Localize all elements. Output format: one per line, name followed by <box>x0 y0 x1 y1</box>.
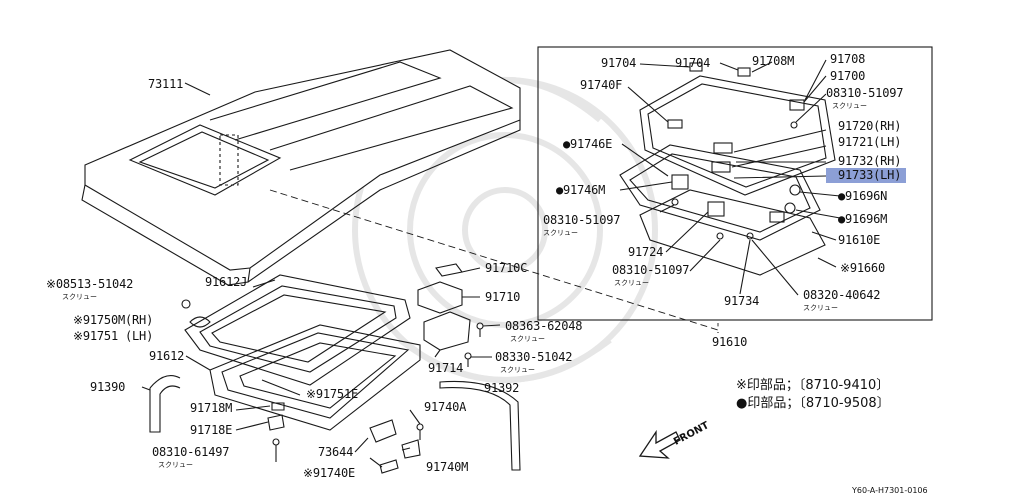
label-91751: ※91751 (LH) <box>73 329 154 343</box>
label-91733: 91733(LH) <box>826 168 907 183</box>
drawing-code: Y60-A-H7301-0106 <box>852 486 928 495</box>
label-08513-51042: ※08513-51042 <box>46 277 134 291</box>
clip-91750m <box>189 316 211 328</box>
label-08310-51097-c-screw: スクリュー <box>614 279 649 287</box>
label-91740f: 91740F <box>580 78 623 92</box>
label-91714: 91714 <box>428 361 464 375</box>
label-91750m: ※91750M(RH) <box>73 313 154 327</box>
label-08363-62048: 08363-62048 <box>505 319 583 333</box>
label-91392: 91392 <box>484 381 520 395</box>
label-91700: 91700 <box>830 69 866 83</box>
label-91740e: ※91740E <box>303 466 356 480</box>
legend-line-2: ●印部品；〔8710-9508〕 <box>736 396 890 411</box>
label-91696n: ●91696N <box>838 189 888 203</box>
part-91718m <box>271 402 285 411</box>
label-91696m: ●91696M <box>838 212 888 226</box>
label-08310-51097-c: 08310-51097 <box>612 263 690 277</box>
label-08310-61497: 08310-61497 <box>152 445 230 459</box>
label-91724: 91724 <box>628 245 664 259</box>
label-08310-51097-b-screw: スクリュー <box>543 229 578 237</box>
label-91704-a: 91704 <box>601 56 637 70</box>
inset-box <box>537 46 933 321</box>
label-91710: 91710 <box>485 290 521 304</box>
glass-lid <box>619 75 836 276</box>
label-08330-51042: 08330-51042 <box>495 350 573 364</box>
label-91720: 91720(RH) <box>838 119 902 133</box>
label-91710c: 91710C <box>485 261 528 275</box>
label-91612j: 91612J <box>205 275 248 289</box>
label-08320-40642: 08320-40642 <box>803 288 881 302</box>
label-91734: 91734 <box>724 294 760 308</box>
label-08363-screw: スクリュー <box>510 335 545 343</box>
label-91721: 91721(LH) <box>838 135 902 149</box>
label-08513-screw: スクリュー <box>62 293 97 301</box>
label-91732: 91732(RH) <box>838 154 902 168</box>
legend-line-1: ※印部品；〔8710-9410〕 <box>736 378 890 393</box>
label-91718m: 91718M <box>190 401 233 415</box>
roof-panel <box>81 49 521 286</box>
label-08310-51097-a-screw: スクリュー <box>832 102 867 110</box>
front-arrow <box>638 429 681 459</box>
drain-hose-right <box>439 380 521 471</box>
label-73644: 73644 <box>318 445 354 459</box>
label-91746m: ●91746M <box>556 183 606 197</box>
label-91704-b: 91704 <box>675 56 711 70</box>
label-73111: 73111 <box>148 77 184 91</box>
label-08310-61497-screw: スクリュー <box>158 461 193 469</box>
drain-hose-left <box>149 375 181 433</box>
label-91660: ※91660 <box>840 261 885 275</box>
label-91751e: ※91751E <box>306 387 359 401</box>
label-08320-screw: スクリュー <box>803 304 838 312</box>
label-08330-screw: スクリュー <box>500 366 535 374</box>
label-91740m: 91740M <box>426 460 469 474</box>
label-91740a: 91740A <box>424 400 467 414</box>
label-91746e: ●91746E <box>563 137 613 151</box>
part-91740m <box>401 439 421 459</box>
sunroof-frame <box>184 274 411 386</box>
label-08310-51097-a: 08310-51097 <box>826 86 904 100</box>
label-91708: 91708 <box>830 52 866 66</box>
part-73644 <box>369 419 397 443</box>
label-91390: 91390 <box>90 380 126 394</box>
lower-frame <box>209 324 421 431</box>
label-91610e: 91610E <box>838 233 881 247</box>
label-91708m: 91708M <box>752 54 795 68</box>
motor-assembly <box>417 263 484 367</box>
label-08310-51097-b: 08310-51097 <box>543 213 621 227</box>
part-91718e <box>267 414 285 431</box>
label-91610: 91610 <box>712 335 748 349</box>
label-91612: 91612 <box>149 349 185 363</box>
part-91740e <box>379 459 399 474</box>
label-91718e: 91718E <box>190 423 233 437</box>
